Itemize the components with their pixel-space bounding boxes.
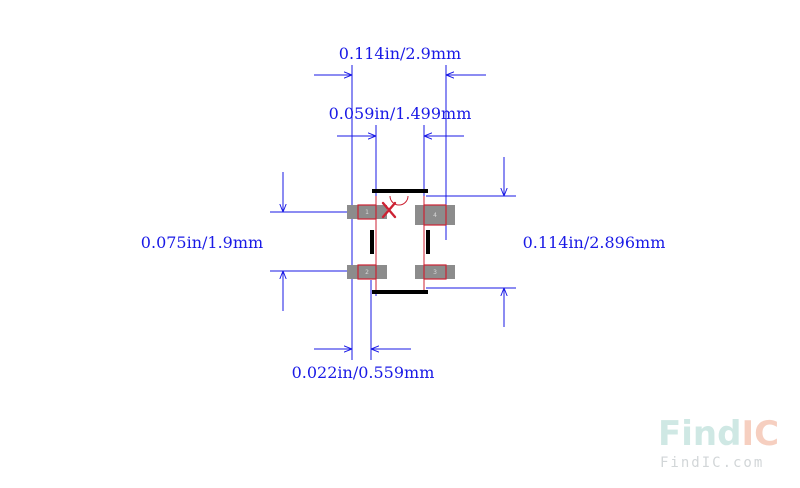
pad-number: 3 [433, 269, 437, 276]
silkscreen-top-bar [372, 189, 428, 193]
pad-3: 3 [415, 264, 455, 280]
pad-1: 1 [347, 204, 387, 220]
silkscreen-right-bar [426, 230, 430, 254]
pad-outline [423, 204, 447, 226]
pad-outline [357, 264, 377, 280]
pad-outline [423, 264, 447, 280]
pad-number: 4 [433, 212, 437, 219]
pad-outline [357, 204, 377, 220]
pin1-notch [389, 195, 409, 206]
dim-total-height [426, 157, 516, 327]
pad-4: 4 [415, 204, 455, 226]
watermark: FindIC FindIC.com [658, 414, 779, 471]
origin-cross-icon [381, 201, 397, 219]
dim-pad-width [314, 280, 411, 360]
dim-pitch-left [270, 172, 376, 311]
pad-2: 2 [347, 264, 387, 280]
pad-copper [415, 265, 455, 279]
watermark-url: FindIC.com [660, 455, 764, 471]
silkscreen [370, 189, 430, 294]
watermark-brand: FindIC [658, 414, 779, 454]
dim-label-total-height: 0.114in/2.896mm [523, 233, 666, 252]
pad-copper [415, 205, 455, 225]
dim-label-pad-width: 0.022in/0.559mm [292, 363, 435, 382]
dim-label-pitch-left: 0.075in/1.9mm [141, 233, 263, 252]
pad-number: 1 [365, 209, 369, 216]
silkscreen-left-bar [370, 230, 374, 254]
dim-label-top-width: 0.114in/2.9mm [339, 44, 461, 63]
pad-number: 2 [365, 269, 369, 276]
pad-copper [347, 265, 387, 279]
silkscreen-bottom-bar [372, 290, 428, 294]
pad-copper [347, 205, 387, 219]
dim-label-inner-width: 0.059in/1.499mm [329, 104, 472, 123]
